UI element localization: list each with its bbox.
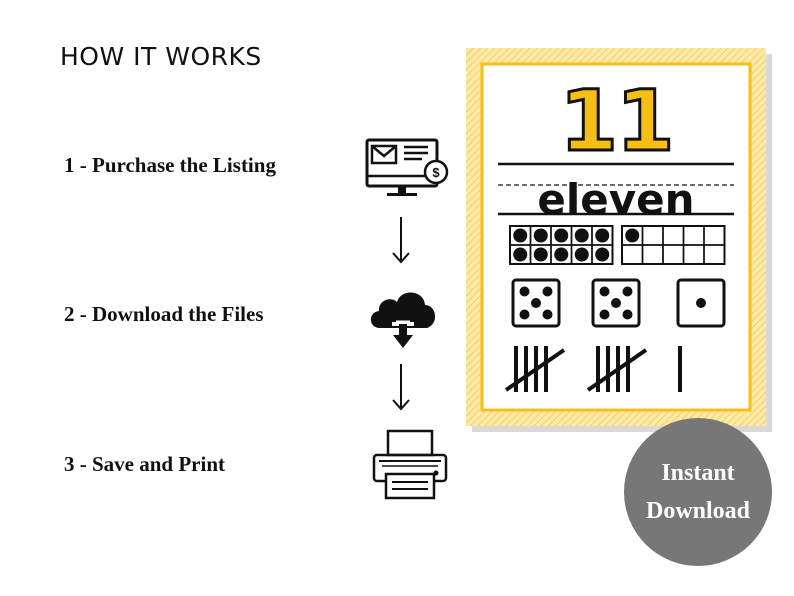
- die-pip: [599, 309, 610, 320]
- poster-artwork: 11 eleven: [466, 48, 772, 432]
- ten-frame-counter: [595, 247, 610, 262]
- step-purchase-label: 1 - Purchase the Listing: [64, 153, 276, 177]
- ten-frame-counter: [554, 228, 569, 243]
- step-print-label: 3 - Save and Print: [64, 452, 226, 476]
- tally-bundle-five: [586, 346, 648, 392]
- step-download-label: 2 - Download the Files: [64, 302, 264, 326]
- ten-frame-partial: [621, 225, 726, 265]
- die-pip: [542, 286, 553, 297]
- die-pip: [519, 309, 530, 320]
- die-pip: [542, 309, 553, 320]
- ten-frame-counter: [574, 247, 589, 262]
- badge-line-1: Instant: [661, 460, 735, 486]
- die-face: [676, 278, 726, 328]
- ten-frame-counter: [554, 247, 569, 262]
- die-pip: [531, 298, 541, 308]
- die-face: [591, 278, 641, 328]
- svg-text:$: $: [432, 165, 440, 180]
- die-pip: [519, 286, 530, 297]
- arrow-down-icon: [392, 364, 410, 411]
- die-pip: [696, 298, 706, 308]
- number-poster-preview: 11 eleven: [466, 48, 772, 432]
- ten-frame-counter: [513, 228, 528, 243]
- die-pip: [622, 286, 633, 297]
- die-pip: [599, 286, 610, 297]
- cloud-download-icon: [370, 292, 436, 348]
- die-pip: [622, 309, 633, 320]
- ten-frame-counter: [533, 228, 548, 243]
- computer-email-payment-icon: $: [365, 138, 449, 196]
- poster-number: 11: [560, 72, 673, 170]
- ten-frame-counter: [513, 247, 528, 262]
- arrow-down-icon: [392, 217, 410, 264]
- die-pip: [611, 298, 621, 308]
- ten-frame-counter: [625, 228, 640, 243]
- ten-frame-full: [509, 225, 614, 265]
- ten-frame-counter: [595, 228, 610, 243]
- badge-line-2: Download: [645, 498, 751, 524]
- page-heading: HOW IT WORKS: [60, 42, 262, 71]
- ten-frame-counter: [533, 247, 548, 262]
- tally-bundle-five: [504, 346, 566, 392]
- ten-frame-counter: [574, 228, 589, 243]
- printer-icon: [372, 429, 448, 500]
- instant-download-badge: Instant Download: [624, 418, 772, 566]
- die-face: [511, 278, 561, 328]
- poster-number-word: eleven: [537, 175, 694, 224]
